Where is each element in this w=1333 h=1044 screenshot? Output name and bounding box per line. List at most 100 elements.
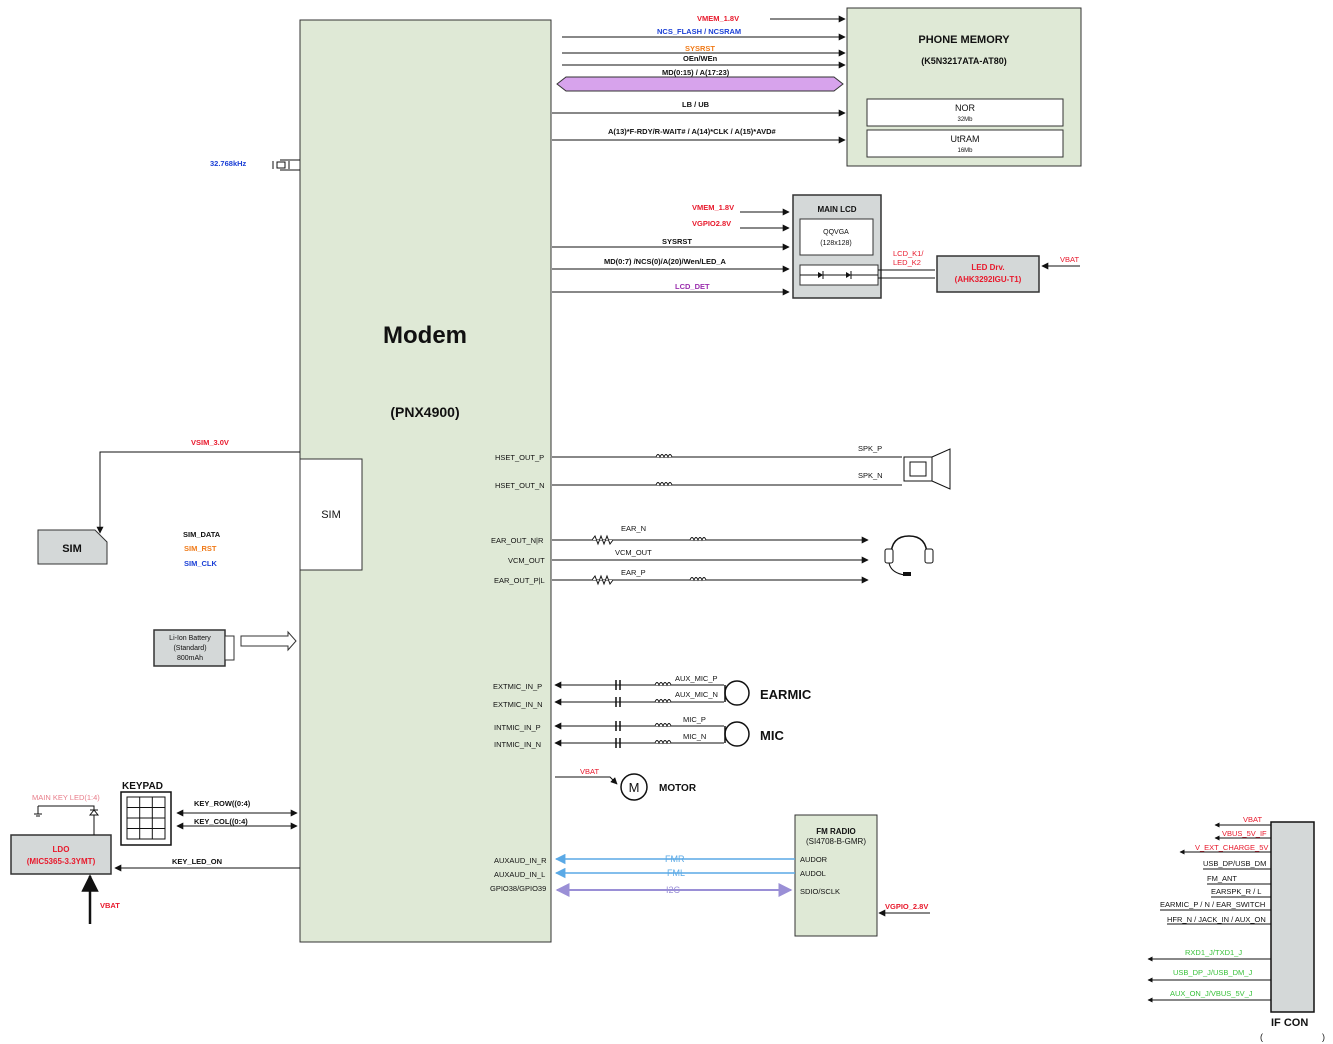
led-driver-block [936,255,1040,293]
main-key-led-label: MAIN KEY LED(1:4) [32,793,100,802]
fm-title: FM RADIO [816,827,856,836]
extmic-p-label: EXTMIC_IN_P [493,682,542,691]
ifcon-vext-label: V_EXT_CHARGE_5V [1195,843,1268,852]
ifcon-vbus-label: VBUS_5V_IF [1222,829,1267,838]
ifcon-usbj-label: USB_DP_J/USB_DM_J [1173,968,1252,977]
motor-vbat-label: VBAT [580,767,599,776]
spk-n-label: SPK_N [858,471,883,480]
nor-label: NOR [955,103,976,113]
lb-ub-label: LB / UB [682,100,710,109]
sim-supply-label: VSIM_3.0V [191,438,229,447]
keypad-title: KEYPAD [122,781,163,792]
nor-size: 32Mb [957,117,973,123]
battery-power-arrow [240,630,297,652]
battery-line3: 800mAh [177,655,203,662]
ear-p-label: EAR_P [621,568,646,577]
memory-part: (K5N3217ATA-AT80) [921,56,1007,66]
ifcon-earspk-label: EARSPK_R / L [1211,887,1261,896]
lcd-panel-label: QQVGA [823,229,849,236]
key-row-label: KEY_ROW((0:4) [194,799,251,808]
ifcon-earmic-label: EARMIC_P / N / EAR_SWITCH [1160,900,1265,909]
intmic-p-label: INTMIC_IN_P [494,723,541,732]
utram-label: UtRAM [951,134,980,144]
led-driver-title: LED Drv. [971,263,1004,272]
memory-title: PHONE MEMORY [918,34,1010,46]
lcd-title: MAIN LCD [817,205,856,214]
auxaud-r-label: AUXAUD_IN_R [494,856,547,865]
battery-terminal [224,635,235,661]
key-col-label: KEY_COL((0:4) [194,817,248,826]
aux-mic-n-label: AUX_MIC_N [675,690,718,699]
speaker-outputs [552,454,902,487]
battery-line1: Li-Ion Battery [169,635,211,642]
mic-inputs [554,721,750,748]
extmic-n-label: EXTMIC_IN_N [493,700,543,709]
addr-ctrl-label: A(13)*F-RDY/R-WAIT# / A(14)*CLK / A(15)*… [608,127,776,136]
speaker-icon [903,448,951,490]
fm-block [794,814,878,937]
ifcon-rxd-label: RXD1_J/TXD1_J [1185,948,1242,957]
md-bus-label: MD(0:15) / A(17:23) [662,68,730,77]
fm-audor-label: AUDOR [800,855,828,864]
vmem-memory-label: VMEM_1.8V [697,14,739,23]
motor-label: MOTOR [659,783,697,794]
crystal [272,159,300,171]
ldo-vbat-label: VBAT [100,901,120,910]
led-k-label-2: LED_K2 [893,258,921,267]
modem-title: Modem [383,322,467,349]
fm-part: (SI4708-B-GMR) [806,837,866,846]
backlight-diode-icon [800,271,878,279]
modem-part: (PNX4900) [390,404,459,420]
sim-data-label: SIM_DATA [183,530,221,539]
lcd-bus-label: MD(0:7) /NCS(0)/A(20)/Wen/LED_A [604,257,727,266]
key-led-diode-icon [34,805,100,835]
sysrst-memory-label: SYSRST [685,44,715,53]
led-vbat-label: VBAT [1060,255,1079,264]
vmem-lcd-label: VMEM_1.8V [692,203,734,212]
nor-block [866,98,1064,127]
ifcon-hfr-label: HFR_N / JACK_IN / AUX_ON [1167,915,1266,924]
ifcon-vbat-label: VBAT [1243,815,1262,824]
oen-label: OEn/WEn [683,54,718,63]
spk-p-label: SPK_P [858,444,882,453]
vcm-out-r-label: VCM_OUT [615,548,652,557]
earmic-label: EARMIC [760,687,812,702]
led-k-label-1: LCD_K1/ [893,249,924,258]
ldo-title: LDO [53,845,70,854]
ncs-label: NCS_FLASH / NCSRAM [657,27,741,36]
ear-n-label: EAR_N [621,524,646,533]
ifcon-paren-open: ( [1260,1032,1263,1042]
fm-sdio-label: SDIO/SCLK [800,887,840,896]
ifcon-title: IF CON [1271,1017,1308,1029]
lcd-resolution: (128x128) [820,240,852,247]
lcd-det-label: LCD_DET [675,282,710,291]
fm-vgpio-label: VGPIO_2.8V [885,902,928,911]
headset-icon [884,535,934,576]
fmr-label: FMR [665,854,685,864]
sim-rst-label: SIM_RST [184,544,217,553]
sim-card [37,529,108,565]
vgpio-lcd-label: VGPIO2.8V [692,219,731,228]
ifcon-block [1270,821,1315,1013]
mic-label: MIC [760,728,784,743]
ifcon-paren-close: ) [1322,1032,1325,1042]
sysrst-lcd-label: SYSRST [662,237,692,246]
ear-out-nr-label: EAR_OUT_N|R [491,536,544,545]
ifcon-fmant-label: FM_ANT [1207,874,1237,883]
ear-out-pl-label: EAR_OUT_P|L [494,576,545,585]
mic-p-label: MIC_P [683,715,706,724]
hset-p-label: HSET_OUT_P [495,453,544,462]
sim-clk-label: SIM_CLK [184,559,218,568]
sim-supply-line [96,451,300,534]
keypad-keys [127,797,165,839]
lcd-panel [799,218,874,256]
modem-sim-port [299,458,363,571]
vcm-out-label: VCM_OUT [508,556,545,565]
crystal-label: 32.768kHz [210,159,247,168]
aux-mic-p-label: AUX_MIC_P [675,674,718,683]
fm-audol-label: AUDOL [800,869,826,878]
earphone-outputs [552,534,869,586]
motor-symbol: M [629,780,640,795]
gpio-label: GPIO38/GPIO39 [490,884,546,893]
